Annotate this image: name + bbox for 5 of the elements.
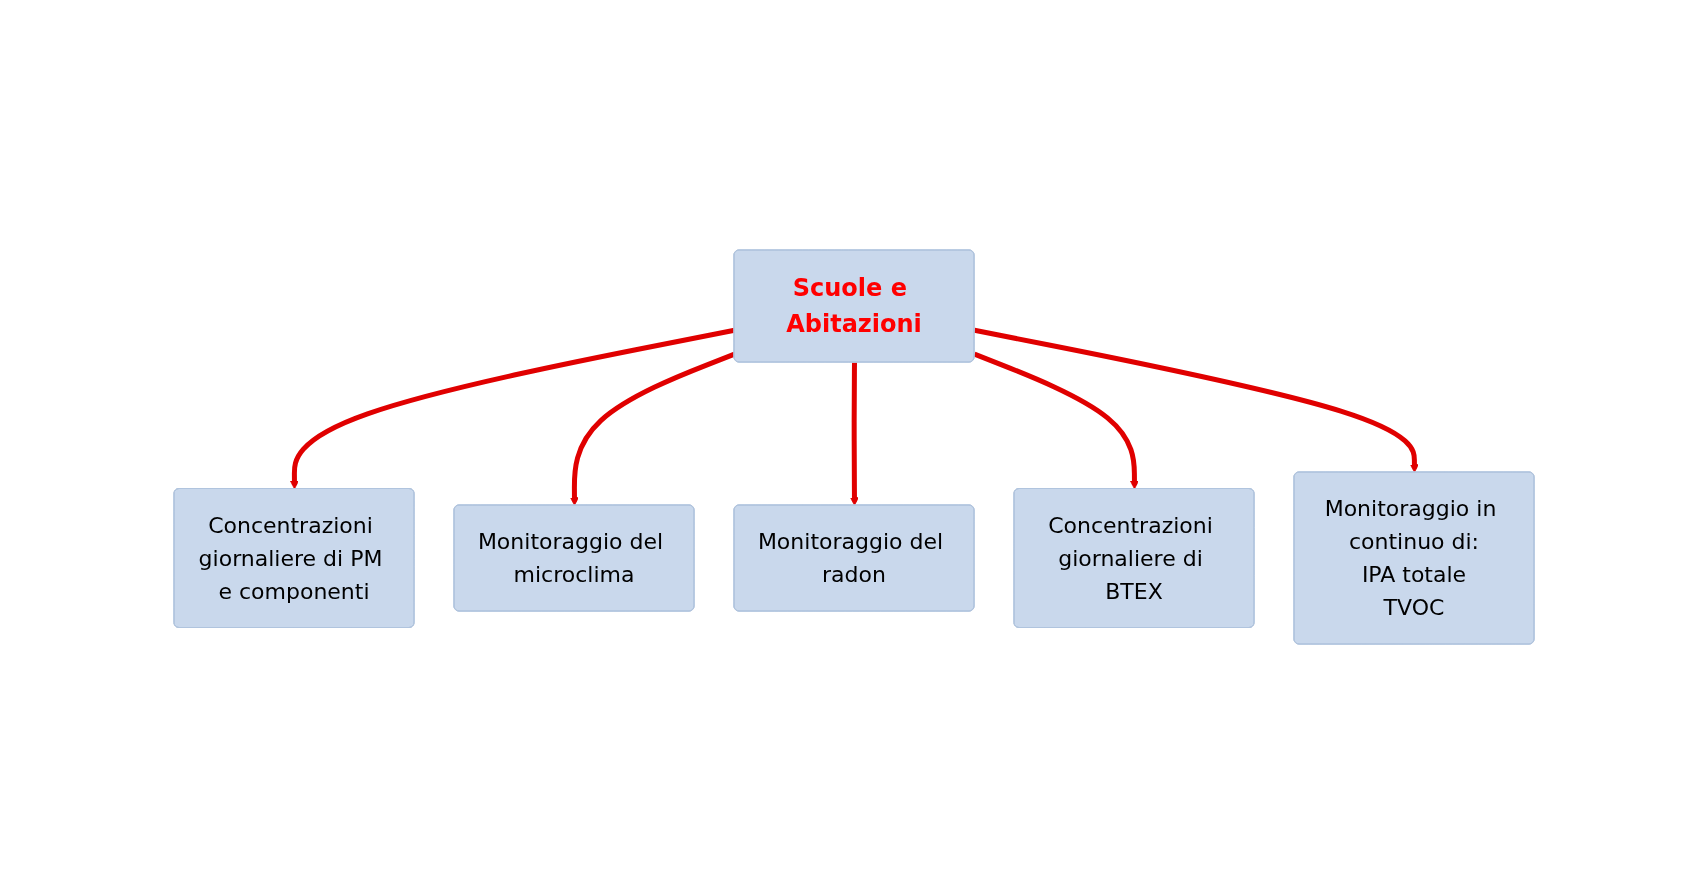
arrow (290, 327, 735, 489)
arrow (850, 361, 859, 506)
arrow (570, 351, 736, 506)
arrow (974, 327, 1419, 473)
arrow (973, 351, 1139, 489)
